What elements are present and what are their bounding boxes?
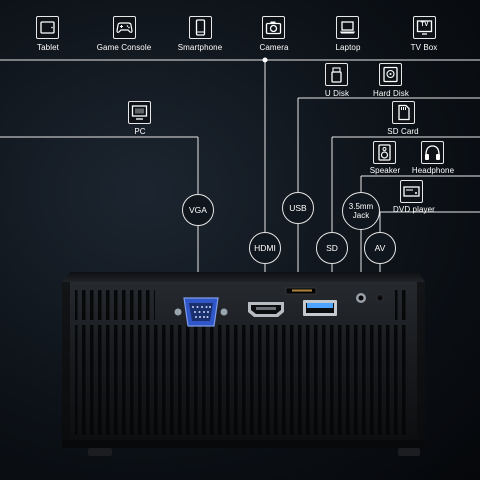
smartphone-label: Smartphone bbox=[177, 43, 223, 52]
sd-card-slot bbox=[285, 287, 317, 295]
sd-badge-text: SD bbox=[326, 242, 338, 253]
projector-vent-grille-upper-right bbox=[395, 290, 409, 320]
projector-foot-right bbox=[398, 448, 420, 456]
hard-disk-icon bbox=[379, 63, 402, 86]
usb-badge: USB bbox=[282, 192, 314, 224]
jack-badge-line2: Jack bbox=[352, 211, 370, 220]
projector-vent-grille bbox=[75, 325, 409, 435]
u-disk-icon bbox=[325, 63, 348, 86]
projector-vent-grille-upper-left bbox=[75, 290, 155, 320]
headphone-label: Headphone bbox=[411, 166, 455, 175]
hard-disk-label: Hard Disk bbox=[372, 89, 410, 98]
dvd-player-label: DVD player bbox=[393, 205, 435, 214]
game-console-label: Game Console bbox=[96, 43, 152, 52]
projector-right-edge bbox=[417, 282, 425, 448]
u-disk-label: U Disk bbox=[324, 89, 350, 98]
usb-port bbox=[303, 300, 337, 316]
pc-icon bbox=[128, 101, 151, 124]
hdmi-port bbox=[248, 302, 284, 317]
sd-card-label: SD Card bbox=[387, 127, 419, 136]
hdmi-junction-dot bbox=[262, 57, 268, 63]
usb-badge-text: USB bbox=[289, 202, 307, 213]
audio-jack-port bbox=[356, 293, 366, 303]
dvd-player-icon bbox=[400, 180, 423, 203]
camera-label: Camera bbox=[259, 43, 289, 52]
vga-badge: VGA bbox=[182, 194, 214, 226]
game-console-icon bbox=[113, 16, 136, 39]
vga-badge-text: VGA bbox=[189, 204, 207, 215]
jack-badge: 3.5mm Jack bbox=[342, 192, 380, 230]
vga-port bbox=[174, 297, 228, 327]
speaker-label: Speaker bbox=[369, 166, 401, 175]
projector-top-surface bbox=[62, 272, 425, 282]
tv-box-icon: TV bbox=[413, 16, 436, 39]
av-badge: AV bbox=[364, 232, 396, 264]
camera-icon bbox=[262, 16, 285, 39]
av-port bbox=[376, 294, 384, 302]
headphone-icon bbox=[421, 141, 444, 164]
tablet-icon bbox=[36, 16, 59, 39]
jack-badge-text: 3.5mm Jack bbox=[349, 202, 373, 220]
pc-label: PC bbox=[134, 127, 146, 136]
laptop-icon bbox=[336, 16, 359, 39]
hdmi-badge-text: HDMI bbox=[254, 242, 276, 253]
tablet-label: Tablet bbox=[37, 43, 59, 52]
projector-foot-left bbox=[88, 448, 112, 456]
hdmi-badge: HDMI bbox=[249, 232, 281, 264]
sd-card-icon bbox=[392, 101, 415, 124]
speaker-icon bbox=[373, 141, 396, 164]
laptop-label: Laptop bbox=[335, 43, 361, 52]
tv-box-label: TV Box bbox=[410, 43, 438, 52]
sd-badge: SD bbox=[316, 232, 348, 264]
tv-box-icon-text: TV bbox=[420, 22, 429, 28]
projector-left-edge bbox=[62, 282, 70, 448]
av-badge-text: AV bbox=[374, 242, 386, 253]
projector-bottom-lip bbox=[62, 440, 425, 448]
smartphone-icon bbox=[189, 16, 212, 39]
jack-badge-line1: 3.5mm bbox=[348, 202, 374, 211]
